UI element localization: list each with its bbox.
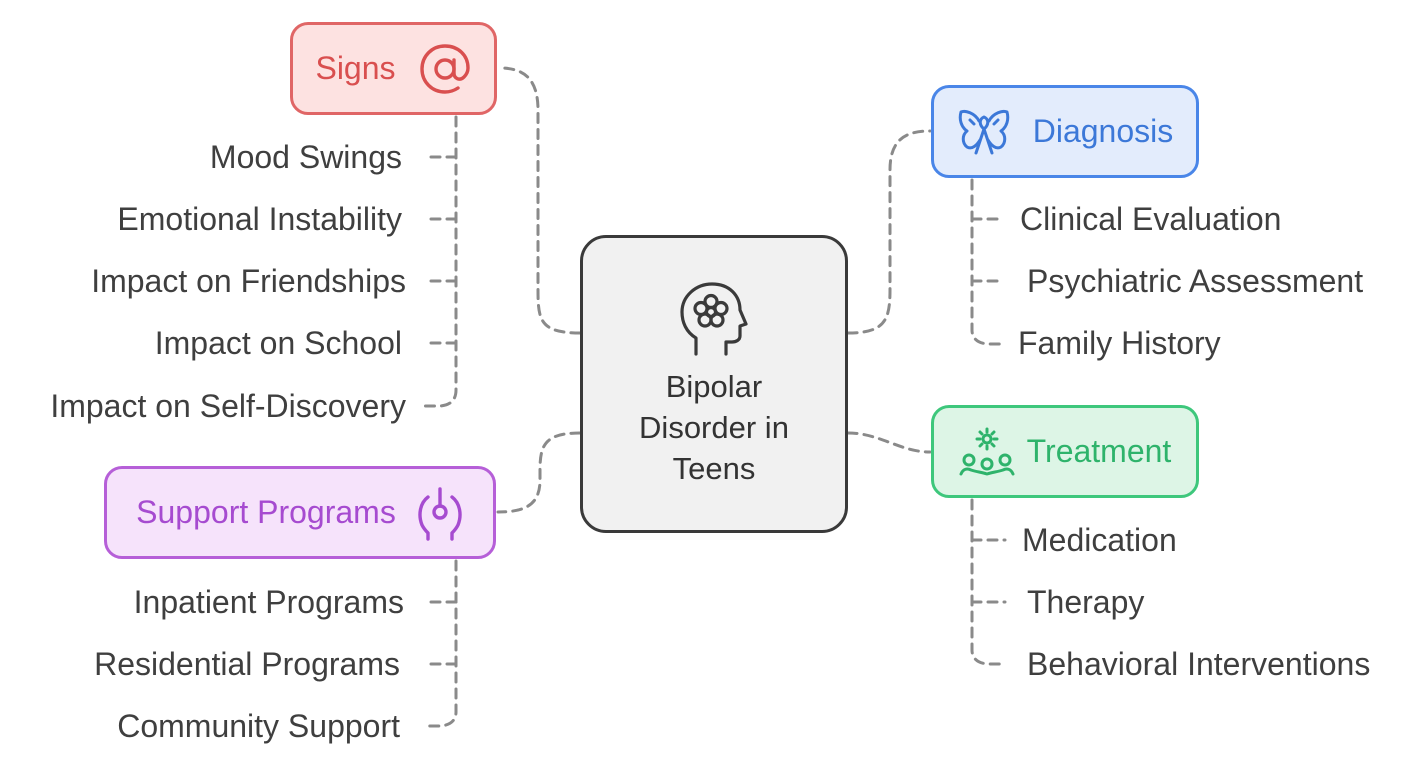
support-item: Inpatient Programs <box>133 584 404 620</box>
diagnosis-item: Family History <box>1018 325 1221 361</box>
diagnosis-spine <box>970 178 1005 346</box>
signs-item: Impact on Self-Discovery <box>50 388 406 424</box>
branch-treatment-label: Treatment <box>1026 433 1172 469</box>
signs-item: Mood Swings <box>209 139 402 175</box>
signs-item: Emotional Instability <box>117 201 402 237</box>
connector-support <box>496 431 582 514</box>
support-hands-icon <box>416 485 464 541</box>
branch-support-label: Support Programs <box>136 494 396 530</box>
branch-diagnosis-label: Diagnosis <box>1032 113 1174 149</box>
signs-spine <box>422 115 458 408</box>
connector-signs <box>498 66 582 335</box>
butterfly-ribbon-icon <box>957 107 1011 157</box>
branch-support-programs[interactable]: Support Programs <box>104 466 496 559</box>
center-title-line-3: Teens <box>672 450 756 486</box>
connector-treatment <box>846 431 932 454</box>
branch-treatment[interactable]: Treatment <box>931 405 1199 498</box>
head-flower-icon <box>674 280 754 360</box>
at-sign-icon <box>418 42 472 96</box>
diagnosis-item: Psychiatric Assessment <box>1027 263 1364 299</box>
branch-signs-label: Signs <box>315 50 396 86</box>
branch-signs[interactable]: Signs <box>290 22 497 115</box>
treatment-item: Medication <box>1022 522 1177 558</box>
care-group-icon <box>959 426 1015 478</box>
support-spine <box>422 559 458 728</box>
connector-diagnosis <box>846 129 932 335</box>
diagnosis-item: Clinical Evaluation <box>1020 201 1282 237</box>
support-item: Residential Programs <box>94 646 400 682</box>
center-title-line-1: Bipolar <box>665 368 763 404</box>
support-item: Community Support <box>117 708 400 744</box>
signs-item: Impact on Friendships <box>91 263 406 299</box>
treatment-spine <box>970 498 1007 666</box>
branch-diagnosis[interactable]: Diagnosis <box>931 85 1199 178</box>
signs-item: Impact on School <box>154 325 402 361</box>
treatment-item: Therapy <box>1027 584 1145 620</box>
center-title-line-2: Disorder in <box>639 409 789 445</box>
center-node[interactable]: Bipolar Disorder in Teens <box>580 235 848 533</box>
center-title: Bipolar Disorder in Teens <box>639 366 789 489</box>
treatment-item: Behavioral Interventions <box>1027 646 1371 682</box>
